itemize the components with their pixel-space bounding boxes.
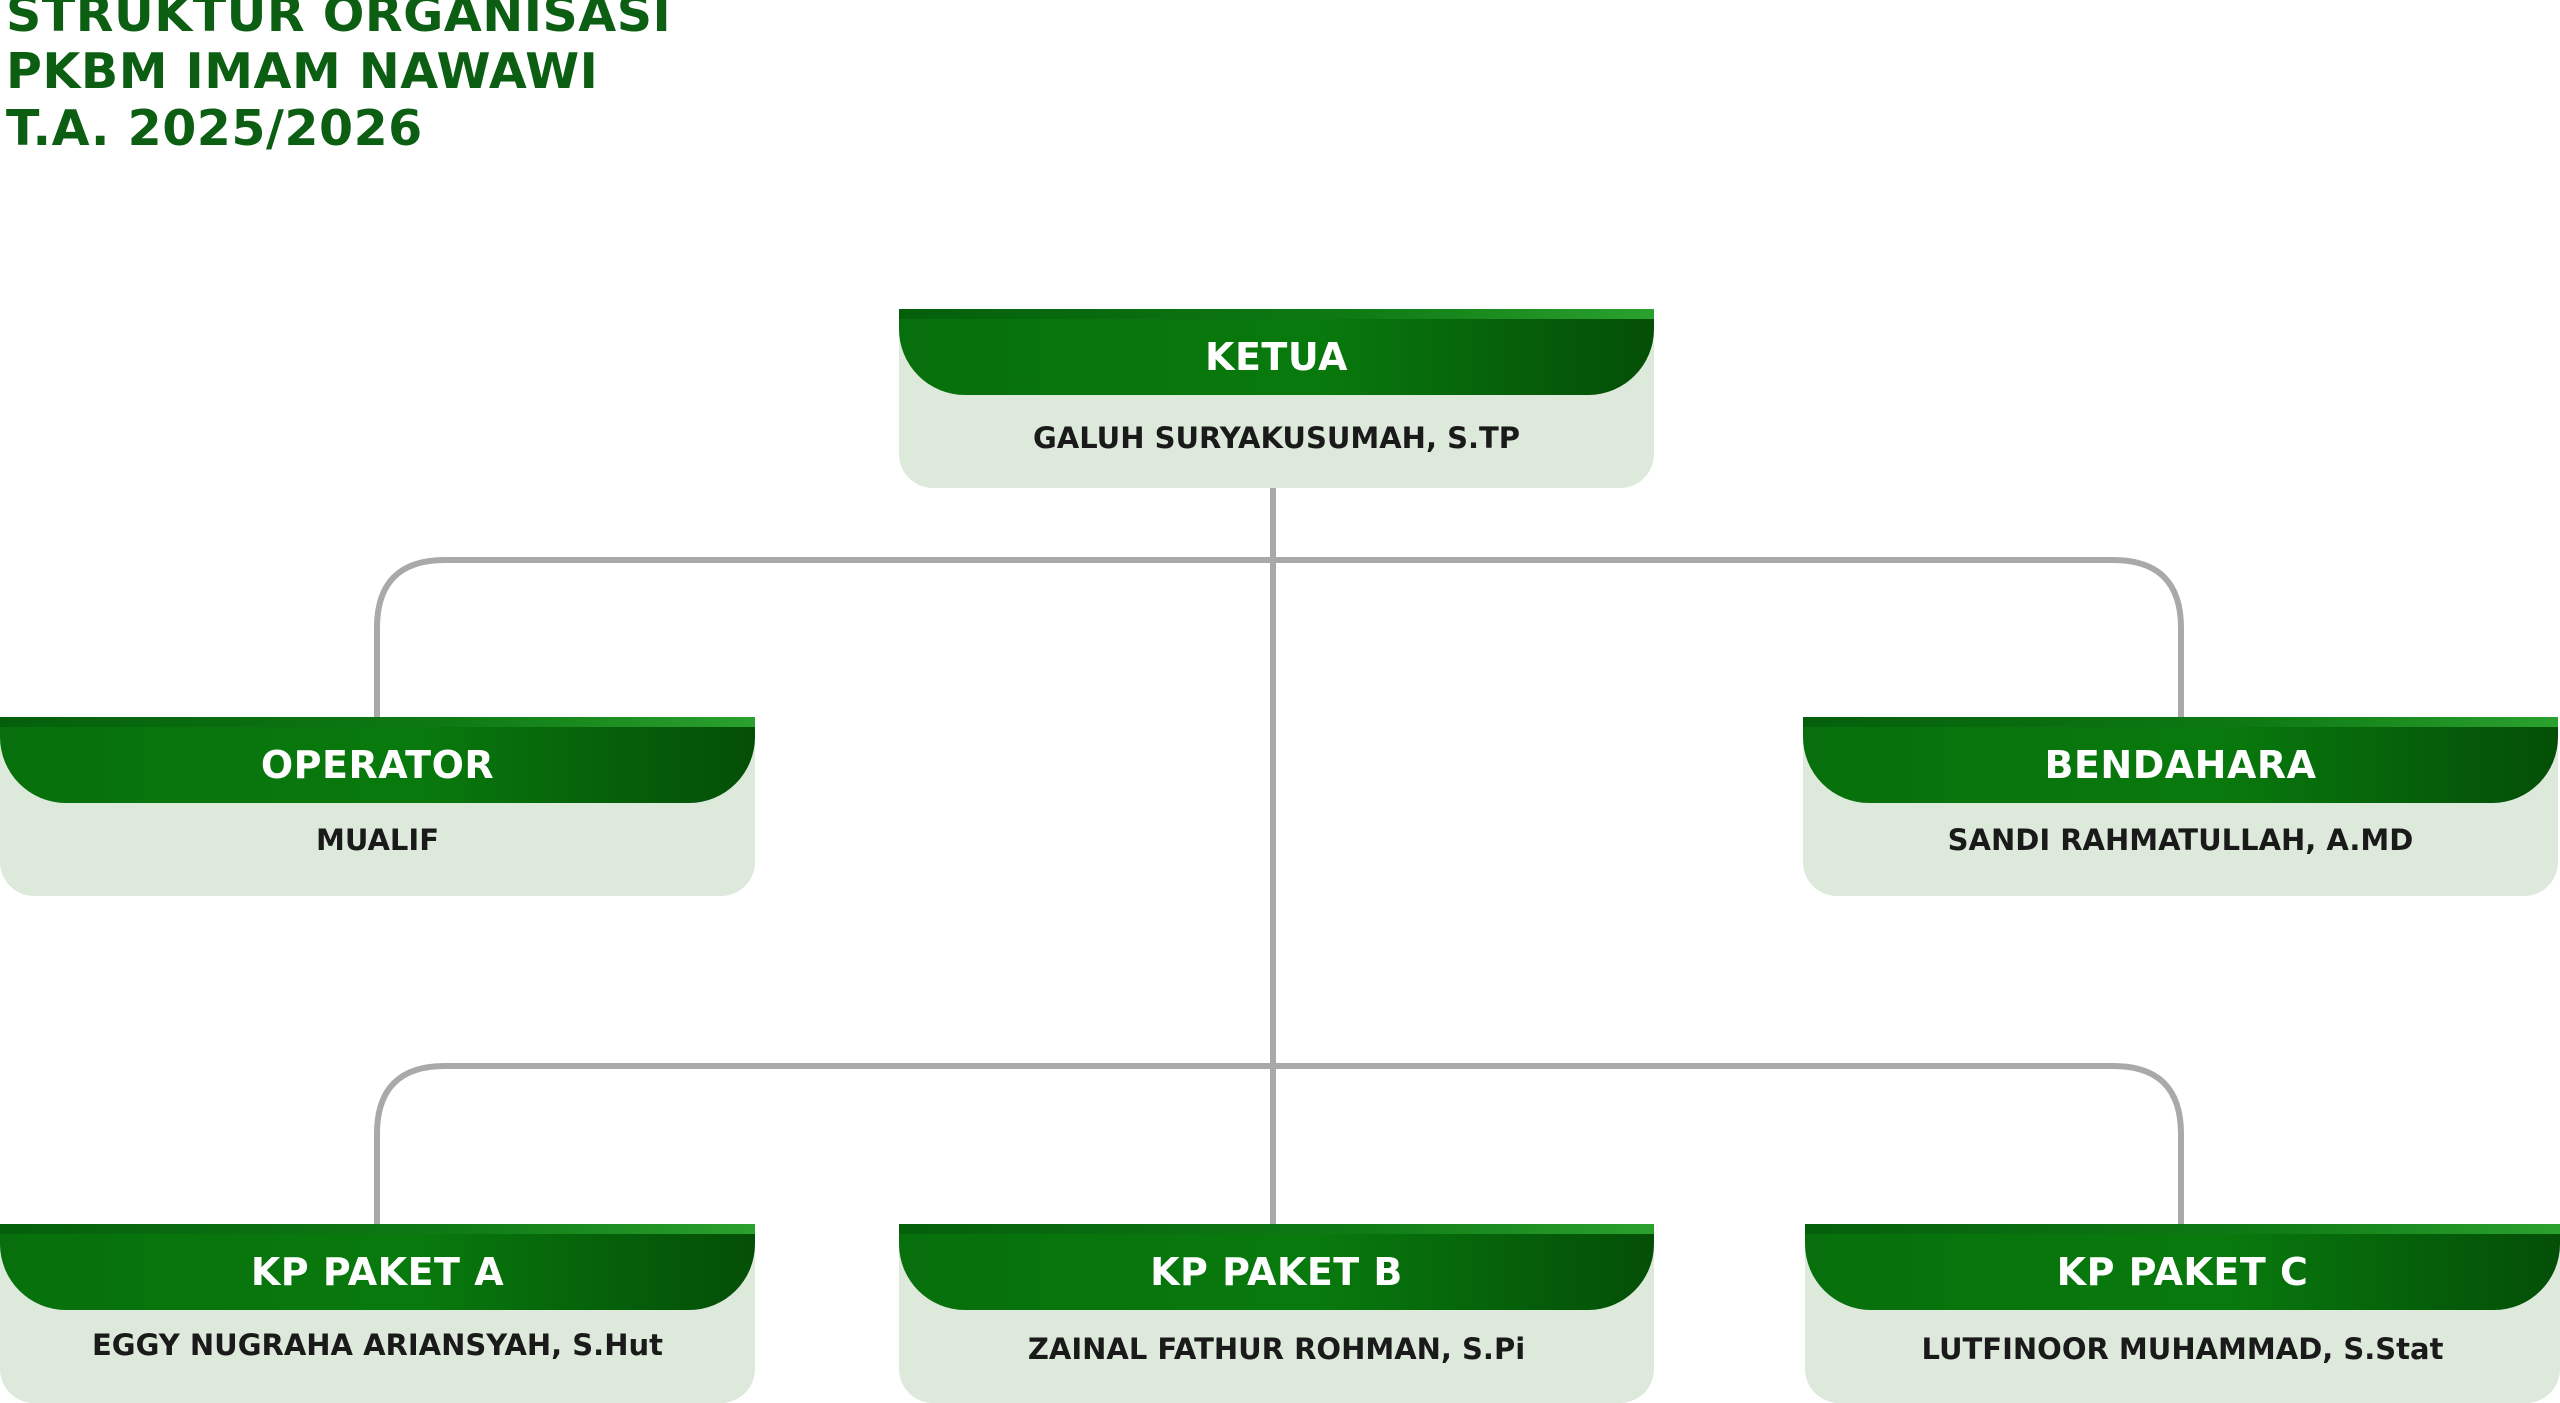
connector-kp-paket-c <box>1273 1063 2184 1226</box>
node-role-label: KP PAKET C <box>1805 1234 2560 1310</box>
node-role-label: OPERATOR <box>0 727 755 803</box>
node-kp-paket-a: KP PAKET A EGGY NUGRAHA ARIANSYAH, S.Hut <box>0 1224 755 1403</box>
node-person-name: LUTFINOOR MUHAMMAD, S.Stat <box>1921 1332 2444 1366</box>
node-bendahara: BENDAHARA SANDI RAHMATULLAH, A.MD <box>1803 717 2558 896</box>
node-role-label: KP PAKET A <box>0 1234 755 1310</box>
node-role-label: BENDAHARA <box>1803 727 2558 803</box>
title-line-2: PKBM IMAM NAWAWI <box>6 43 599 100</box>
node-role-label: KETUA <box>899 319 1654 395</box>
node-person-name: GALUH SURYAKUSUMAH, S.TP <box>1032 421 1521 455</box>
node-kp-paket-b: KP PAKET B ZAINAL FATHUR ROHMAN, S.Pi <box>899 1224 1654 1403</box>
node-person-name: EGGY NUGRAHA ARIANSYAH, S.Hut <box>92 1328 663 1362</box>
connector-kp-paket-a <box>374 1063 1273 1226</box>
node-person-name: MUALIF <box>315 823 440 857</box>
node-person-name: SANDI RAHMATULLAH, A.MD <box>1947 823 2414 857</box>
connector-operator <box>374 557 1273 718</box>
title-line-1: STRUKTUR ORGANISASI <box>6 0 672 43</box>
node-operator: OPERATOR MUALIF <box>0 717 755 896</box>
node-role-label: KP PAKET B <box>899 1234 1654 1310</box>
node-person-name: ZAINAL FATHUR ROHMAN, S.Pi <box>1027 1332 1526 1366</box>
title-line-3: T.A. 2025/2026 <box>6 100 423 157</box>
connector-bendahara <box>1273 557 2184 718</box>
node-kp-paket-c: KP PAKET C LUTFINOOR MUHAMMAD, S.Stat <box>1805 1224 2560 1403</box>
chart-title: STRUKTUR ORGANISASI PKBM IMAM NAWAWI T.A… <box>6 0 671 157</box>
node-ketua: KETUA GALUH SURYAKUSUMAH, S.TP <box>899 309 1654 488</box>
